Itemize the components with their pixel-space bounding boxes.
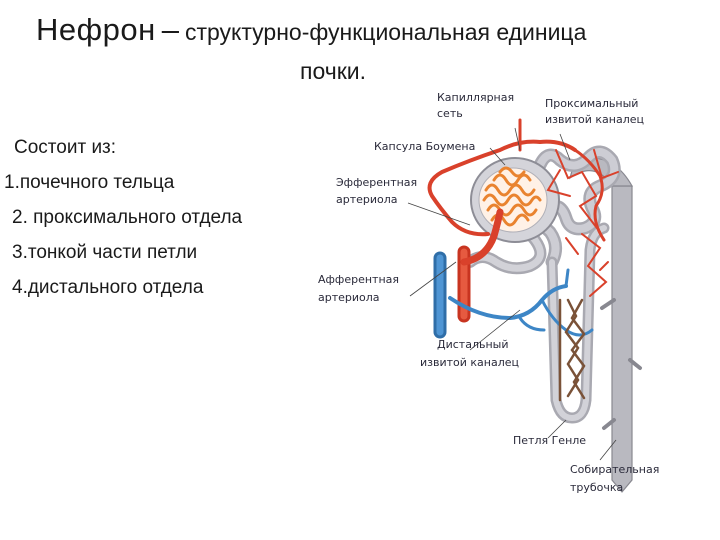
label-bowman-capsule: Капсула Боумена	[374, 140, 475, 153]
label-capillary-network: Капиллярная	[437, 91, 514, 104]
title-main: Нефрон	[36, 12, 156, 47]
label-proximal-tubule-2: извитой каналец	[545, 113, 644, 126]
list-heading: Состоит из:	[0, 130, 242, 165]
page-title: Нефрон–структурно-функциональная единица	[36, 12, 586, 48]
label-capillary-network-2: сеть	[437, 107, 463, 120]
list-item: 3.тонкой части петли	[0, 235, 242, 270]
list-item: 1.почечного тельца	[0, 165, 242, 200]
label-afferent-arteriole: Афферентная	[318, 273, 399, 286]
title-dash: –	[162, 12, 179, 47]
list-item: 2. проксимального отдела	[0, 200, 242, 235]
title-line2: почки.	[300, 58, 366, 85]
label-efferent-arteriole: Эфферентная	[336, 176, 417, 189]
nephron-diagram: Капиллярная сеть Проксимальный извитой к…	[300, 86, 710, 506]
list-item: 4.дистального отдела	[0, 270, 242, 305]
label-collecting-duct-2: трубочка	[570, 481, 623, 494]
label-proximal-tubule: Проксимальный	[545, 97, 638, 110]
label-distal-tubule-2: извитой каналец	[420, 356, 519, 369]
vasa-recta	[560, 300, 584, 400]
label-afferent-arteriole-2: артериола	[318, 291, 380, 304]
title-rest: структурно-функциональная единица	[185, 19, 586, 45]
composition-list: Состоит из: 1.почечного тельца 2. прокси…	[0, 130, 242, 305]
label-henle-loop: Петля Генле	[513, 434, 586, 447]
label-efferent-arteriole-2: артериола	[336, 193, 398, 206]
label-distal-tubule: Дистальный	[437, 338, 508, 351]
label-collecting-duct: Собирательная	[570, 463, 659, 476]
